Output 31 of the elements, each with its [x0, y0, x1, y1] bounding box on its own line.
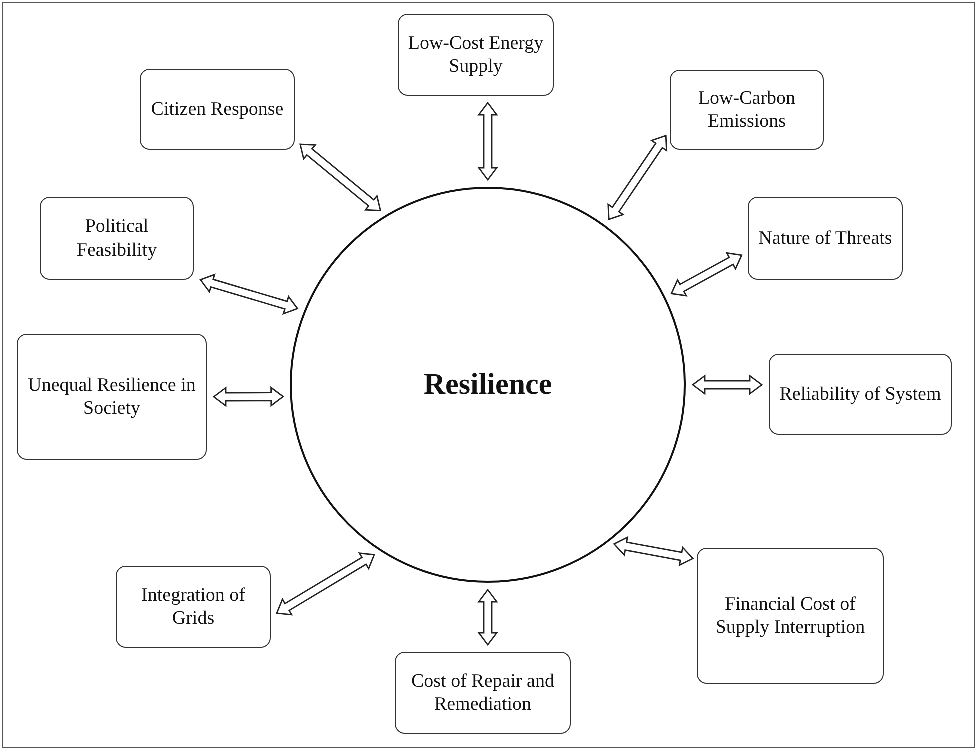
- factor-label: Unequal Resilience in Society: [27, 374, 197, 420]
- double-arrow: [276, 552, 376, 616]
- double-arrow: [608, 134, 668, 221]
- double-arrow: [692, 374, 764, 396]
- factor-label: Nature of Threats: [758, 226, 892, 250]
- factor-label: Political Feasibility: [76, 215, 158, 262]
- double-arrow: [300, 144, 382, 212]
- factor-box: [140, 69, 295, 150]
- factor-label: Reliability of System: [780, 382, 942, 406]
- factor-box: [395, 652, 571, 734]
- double-arrow: [670, 252, 743, 297]
- factor-box: [748, 197, 903, 280]
- factor-box: [670, 70, 824, 150]
- double-arrow: [200, 274, 299, 316]
- double-arrow: [478, 588, 498, 646]
- factor-box: [40, 197, 194, 280]
- double-arrow: [212, 386, 285, 408]
- factor-label: Citizen Response: [151, 98, 284, 122]
- factor-box: [398, 14, 554, 96]
- factor-label: Cost of Repair and Remediation: [410, 670, 556, 716]
- double-arrow: [613, 536, 694, 567]
- factor-label: Integration of Grids: [140, 584, 246, 630]
- factor-label: Low-Cost Energy Supply: [407, 32, 545, 78]
- factor-box: [17, 334, 207, 460]
- double-arrow: [478, 102, 498, 182]
- factor-box: [697, 548, 884, 684]
- factor-label: Low-Carbon Emissions: [697, 86, 797, 134]
- factor-label: Financial Cost of Supply Interruption: [714, 592, 866, 640]
- factor-box: [116, 566, 271, 648]
- factor-box: [769, 354, 952, 435]
- central-label: Resilience: [424, 368, 552, 402]
